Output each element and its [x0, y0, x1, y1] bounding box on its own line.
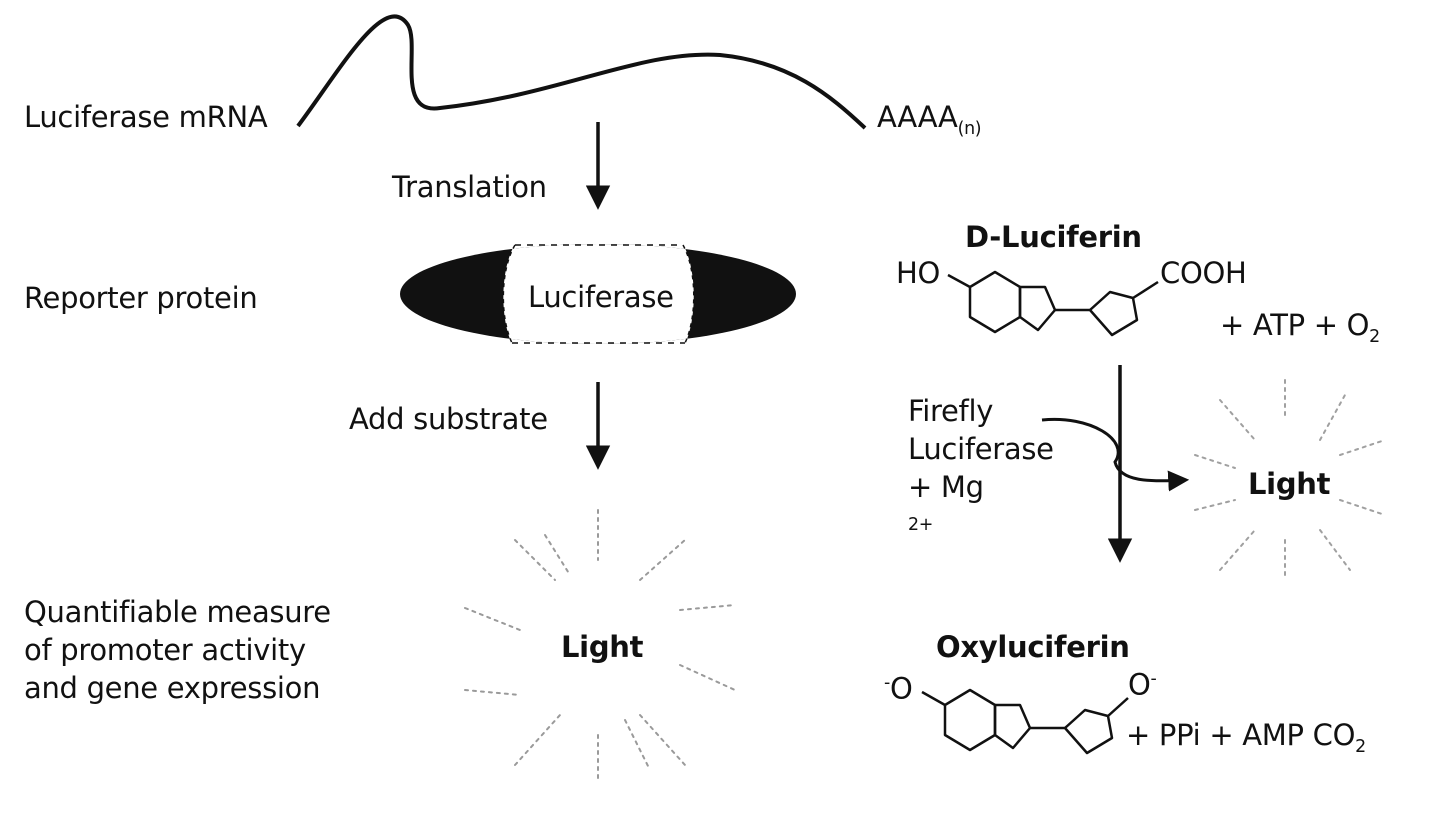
byproducts-text: + PPi + AMP CO	[1126, 718, 1356, 752]
light-burst-left	[464, 509, 736, 781]
reporter-protein-label: Reporter protein	[24, 281, 258, 315]
oxyluciferin-label: Oxyluciferin	[936, 630, 1130, 664]
light-branch-arrow	[1041, 417, 1190, 492]
o-minus-right-charge: -	[1150, 669, 1157, 689]
luciferase-protein	[400, 244, 796, 344]
measure-line-2: of promoter activity	[24, 633, 306, 667]
measure-line-1: Quantifiable measure	[24, 595, 331, 629]
measure-line-3: and gene expression	[24, 671, 321, 705]
d-luciferin-label: D-Luciferin	[965, 220, 1142, 254]
o-minus-right-text: O	[1128, 667, 1151, 702]
catalyst-line-3: + Mg 2+	[908, 468, 1054, 550]
measure-label: Quantifiable measure of promoter activit…	[24, 593, 331, 707]
co2-subscript: 2	[1355, 736, 1366, 757]
o-minus-left-text: O	[889, 671, 913, 706]
light-right-label: Light	[1248, 467, 1331, 501]
cooh-group: COOH	[1160, 256, 1247, 290]
catalyst-line-2: Luciferase	[908, 432, 1054, 466]
light-burst-right	[1194, 379, 1386, 576]
atp-o2-text: + ATP + O	[1220, 308, 1370, 342]
mg-superscript: 2+	[908, 515, 934, 535]
ho-group: HO	[896, 256, 941, 290]
translation-label: Translation	[392, 170, 547, 204]
catalyst-line-1: Firefly	[908, 394, 994, 428]
catalyst-label: Firefly Luciferase + Mg 2+	[908, 392, 1054, 550]
add-substrate-label: Add substrate	[349, 402, 548, 436]
mrna-label: Luciferase mRNA	[24, 100, 268, 134]
polya-tail: AAAA(n)	[877, 98, 982, 148]
byproducts: + PPi + AMP CO2	[1126, 716, 1366, 766]
light-left-label: Light	[561, 630, 644, 664]
oxyluciferin-structure	[921, 688, 1129, 755]
polya-tail-text: AAAA	[877, 100, 958, 134]
o-minus-left: -O	[884, 664, 913, 708]
o-minus-right: O-	[1128, 660, 1157, 704]
d-luciferin-structure	[947, 270, 1159, 337]
mg-text: + Mg	[908, 470, 984, 504]
mrna-strand	[296, 14, 867, 130]
o2-subscript: 2	[1369, 326, 1380, 347]
polya-tail-subscript: (n)	[957, 118, 982, 139]
atp-o2: + ATP + O2	[1220, 306, 1380, 356]
o-minus-left-charge: -	[884, 673, 890, 693]
luciferase-enzyme-label: Luciferase	[528, 280, 674, 314]
